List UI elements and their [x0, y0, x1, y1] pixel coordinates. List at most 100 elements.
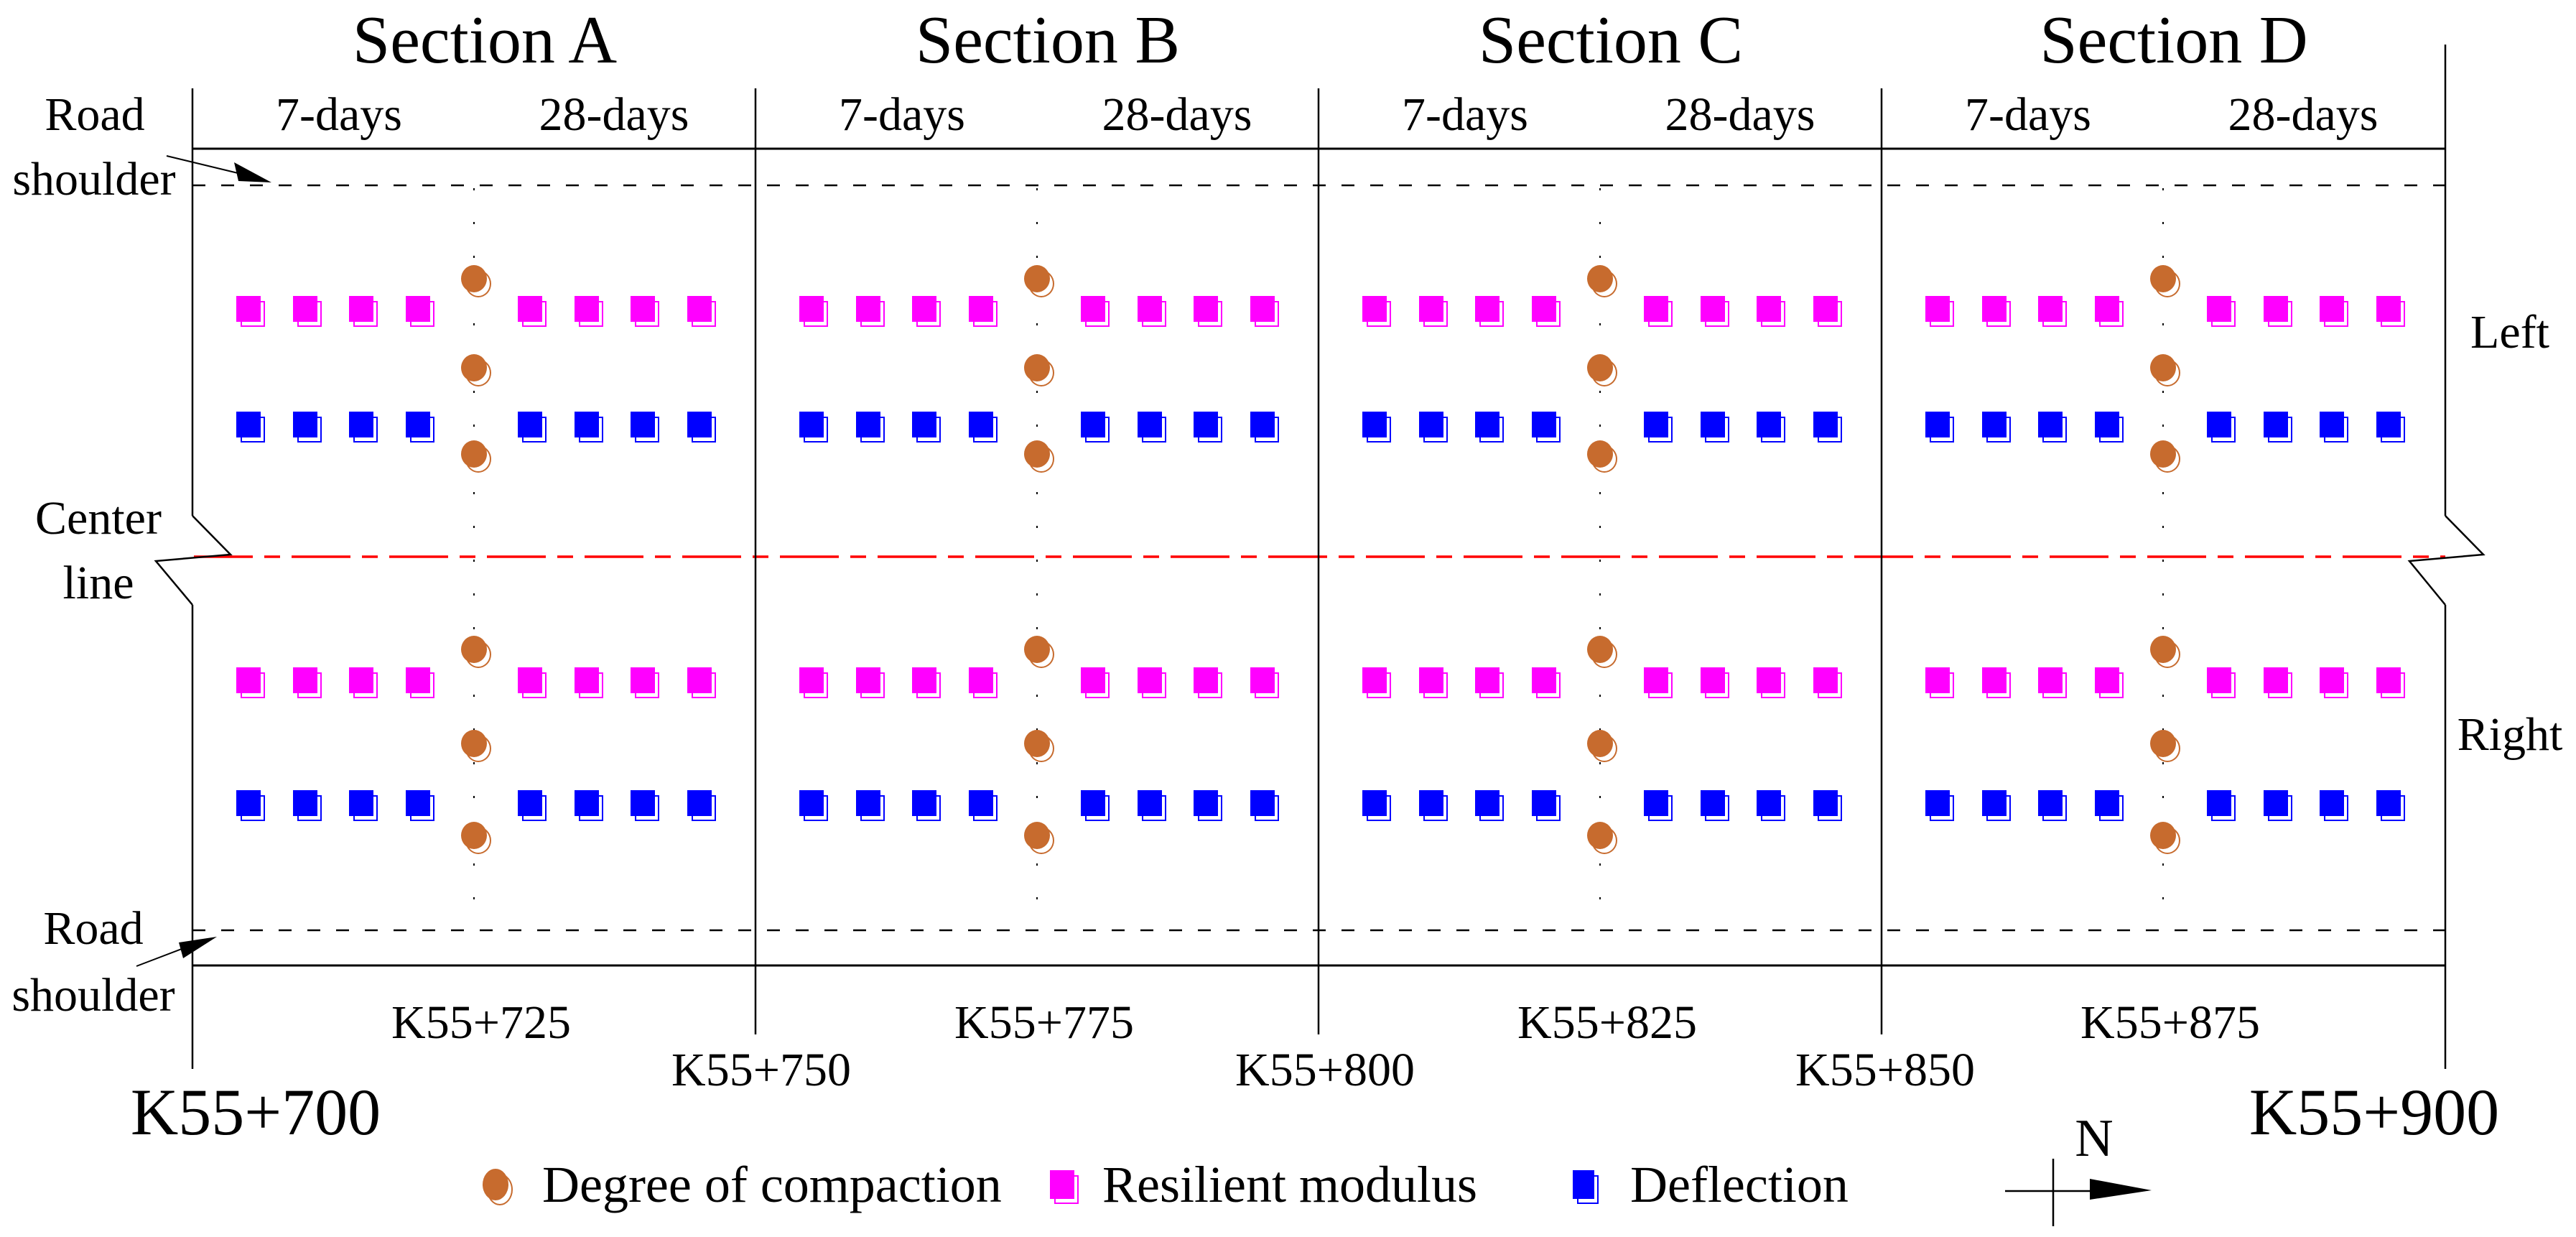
deflection-marker [1250, 412, 1279, 443]
deflection-marker [912, 790, 941, 821]
degree-of-compaction-marker [1587, 636, 1617, 668]
resilient-modulus-marker [2038, 667, 2068, 698]
right-lane-label: Right [2457, 708, 2563, 761]
resilient-modulus-marker [574, 667, 603, 698]
deflection-marker [1362, 412, 1392, 443]
deflection-marker [292, 790, 322, 821]
deflection-marker [1081, 790, 1110, 821]
deflection-marker [1644, 412, 1673, 443]
resilient-modulus-marker [2376, 667, 2405, 698]
mid-station-label: K55+725 [391, 996, 571, 1049]
deflection-marker [1137, 790, 1166, 821]
road-shoulder-bottom-label-line1: Road [43, 902, 144, 955]
legend-square-swatch [1573, 1170, 1599, 1204]
deflection-marker [574, 412, 603, 443]
deflection-marker [1700, 412, 1729, 443]
day7-label: 7-days [1402, 88, 1528, 141]
deflection-marker [2094, 790, 2124, 821]
deflection-marker [405, 790, 434, 821]
resilient-modulus-marker [1081, 296, 1110, 327]
day7-label: 7-days [1965, 88, 2091, 141]
degree-of-compaction-marker [461, 440, 491, 473]
north-arrowhead [2090, 1179, 2152, 1200]
resilient-modulus-marker [1531, 667, 1561, 698]
resilient-modulus-marker [405, 296, 434, 327]
center-line-label-line1: Center [35, 492, 162, 545]
resilient-modulus-marker [1981, 667, 2011, 698]
resilient-modulus-marker [2320, 296, 2349, 327]
resilient-modulus-marker [2207, 296, 2236, 327]
section-title: Section A [352, 3, 618, 78]
deflection-marker [292, 412, 322, 443]
resilient-modulus-marker [349, 296, 378, 327]
resilient-modulus-marker [292, 667, 322, 698]
resilient-modulus-marker [2038, 296, 2068, 327]
boundary-station-label: K55+700 [130, 1075, 381, 1149]
right-break-symbol [2407, 515, 2486, 606]
deflection-marker [2376, 790, 2405, 821]
boundary-station-label: K55+900 [2249, 1075, 2500, 1149]
section-title: Section D [2040, 3, 2308, 78]
resilient-modulus-marker [1418, 296, 1448, 327]
degree-of-compaction-marker [1587, 730, 1617, 762]
resilient-modulus-marker [236, 667, 266, 698]
deflection-marker [687, 790, 716, 821]
center-line-label-line2: line [62, 557, 134, 609]
day7-label: 7-days [839, 88, 965, 141]
resilient-modulus-marker [912, 296, 941, 327]
deflection-marker [1194, 790, 1223, 821]
deflection-marker [1757, 412, 1786, 443]
resilient-modulus-marker [1137, 667, 1166, 698]
resilient-modulus-marker [855, 667, 885, 698]
degree-of-compaction-marker [1587, 440, 1617, 473]
resilient-modulus-marker [349, 667, 378, 698]
deflection-marker [1813, 412, 1842, 443]
deflection-marker [1700, 790, 1729, 821]
mid-station-label: K55+825 [1517, 996, 1697, 1049]
deflection-marker [968, 412, 998, 443]
resilient-modulus-marker [2376, 296, 2405, 327]
road-shoulder-top-label-line2: shoulder [12, 153, 176, 205]
resilient-modulus-marker [687, 296, 716, 327]
day28-label: 28-days [1665, 88, 1815, 141]
degree-of-compaction-marker [461, 265, 491, 297]
resilient-modulus-marker [574, 296, 603, 327]
deflection-marker [1981, 412, 2011, 443]
degree-of-compaction-marker [2150, 440, 2180, 473]
deflection-marker [1137, 412, 1166, 443]
left-lane-label: Left [2470, 306, 2549, 358]
resilient-modulus-marker [1137, 296, 1166, 327]
section-title: Section B [915, 3, 1181, 78]
day28-label: 28-days [1102, 88, 1252, 141]
resilient-modulus-marker [1644, 296, 1673, 327]
resilient-modulus-marker [1362, 667, 1392, 698]
resilient-modulus-marker [687, 667, 716, 698]
resilient-modulus-marker [2094, 296, 2124, 327]
resilient-modulus-marker [1925, 667, 1955, 698]
day28-label: 28-days [539, 88, 689, 141]
resilient-modulus-marker [1981, 296, 2011, 327]
resilient-modulus-marker [1194, 296, 1223, 327]
resilient-modulus-marker [1475, 296, 1505, 327]
resilient-modulus-marker [1813, 296, 1842, 327]
boundary-station-label: K55+850 [1795, 1044, 1975, 1096]
resilient-modulus-marker [1925, 296, 1955, 327]
resilient-modulus-marker [1700, 667, 1729, 698]
resilient-modulus-marker [1250, 667, 1279, 698]
resilient-modulus-marker [1418, 667, 1448, 698]
deflection-marker [1194, 412, 1223, 443]
degree-of-compaction-marker [1024, 354, 1054, 386]
resilient-modulus-marker [912, 667, 941, 698]
resilient-modulus-marker [1757, 667, 1786, 698]
legend-label: Deflection [1630, 1156, 1849, 1213]
resilient-modulus-marker [1475, 667, 1505, 698]
degree-of-compaction-marker [1024, 636, 1054, 668]
deflection-marker [1418, 412, 1448, 443]
degree-of-compaction-marker [461, 730, 491, 762]
deflection-marker [1531, 412, 1561, 443]
deflection-marker [349, 412, 378, 443]
resilient-modulus-marker [405, 667, 434, 698]
legend-label: Degree of compaction [542, 1156, 1002, 1213]
resilient-modulus-marker [1362, 296, 1392, 327]
deflection-marker [1531, 790, 1561, 821]
